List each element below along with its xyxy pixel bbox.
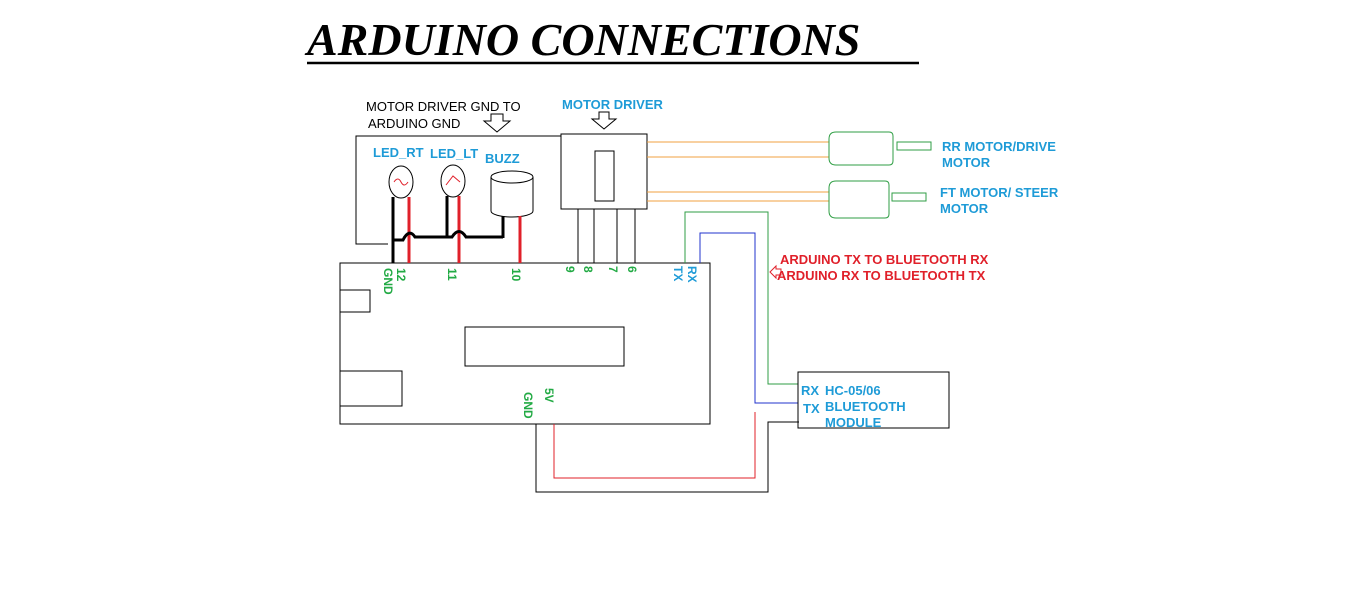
common-ground-bus [393, 230, 503, 242]
rr-motor-label-line1: RR MOTOR/DRIVE [942, 139, 1056, 154]
pin-8: 8 [581, 266, 595, 273]
bt-name-line1: HC-05/06 [825, 383, 881, 398]
buzzer [490, 170, 534, 218]
ft-motor-label-line1: FT MOTOR/ STEER [940, 185, 1059, 200]
ft-motor-label-line2: MOTOR [940, 201, 989, 216]
power-jack [339, 370, 403, 407]
bt-gnd-wire [535, 421, 799, 493]
serial-note-arrow-icon [769, 264, 782, 280]
ft-motor [828, 180, 927, 219]
rr-motor-label-line2: MOTOR [942, 155, 991, 170]
led-lt-label: LED_LT [430, 146, 478, 161]
pin-tx: TX [671, 266, 685, 281]
pin-rx: RX [685, 266, 699, 283]
led-rt-label: LED_RT [373, 145, 424, 160]
bluetooth-module [797, 371, 950, 429]
pin-12: 12 [394, 268, 408, 282]
rr-motor [828, 131, 932, 166]
buzz-label: BUZZ [485, 151, 520, 166]
motor-driver-label: MOTOR DRIVER [562, 97, 663, 112]
usb-port [339, 289, 371, 313]
gnd-note-line2: ARDUINO GND [368, 116, 460, 131]
gnd-note-arrow-icon [482, 113, 512, 133]
pin-6: 6 [625, 266, 639, 273]
bt-tx-pin-label: TX [803, 401, 820, 416]
motor-driver-module [560, 133, 648, 210]
pin-5v: 5V [542, 388, 556, 403]
gnd-note-line1: MOTOR DRIVER GND TO [366, 99, 521, 114]
bt-name-line3: MODULE [825, 415, 882, 430]
bt-5v-wire [553, 412, 756, 479]
tx-note-label: ARDUINO TX TO BLUETOOTH RX [780, 252, 989, 267]
bt-name-line2: BLUETOOTH [825, 399, 906, 414]
bt-rx-pin-label: RX [801, 383, 819, 398]
pin-gnd-bottom: GND [521, 392, 535, 419]
pin-7: 7 [606, 266, 620, 273]
arduino-board [339, 262, 711, 425]
pin-11: 11 [445, 268, 459, 281]
pin-10: 10 [509, 268, 523, 282]
pin-gnd-top: GND [381, 268, 395, 295]
led-lt [440, 164, 466, 198]
tx-to-bt-rx-wire [684, 211, 799, 385]
diagram-title: ARDUINO CONNECTIONS [304, 14, 860, 65]
rx-note-label: ARDUINO RX TO BLUETOOTH TX [777, 268, 986, 283]
rx-to-bt-tx-wire [699, 232, 799, 404]
driver-gnd-wire [355, 135, 561, 245]
pin-9: 9 [563, 266, 577, 273]
led-rt [388, 165, 414, 199]
microcontroller-chip [464, 326, 625, 367]
motor-driver-arrow-icon [590, 111, 618, 130]
